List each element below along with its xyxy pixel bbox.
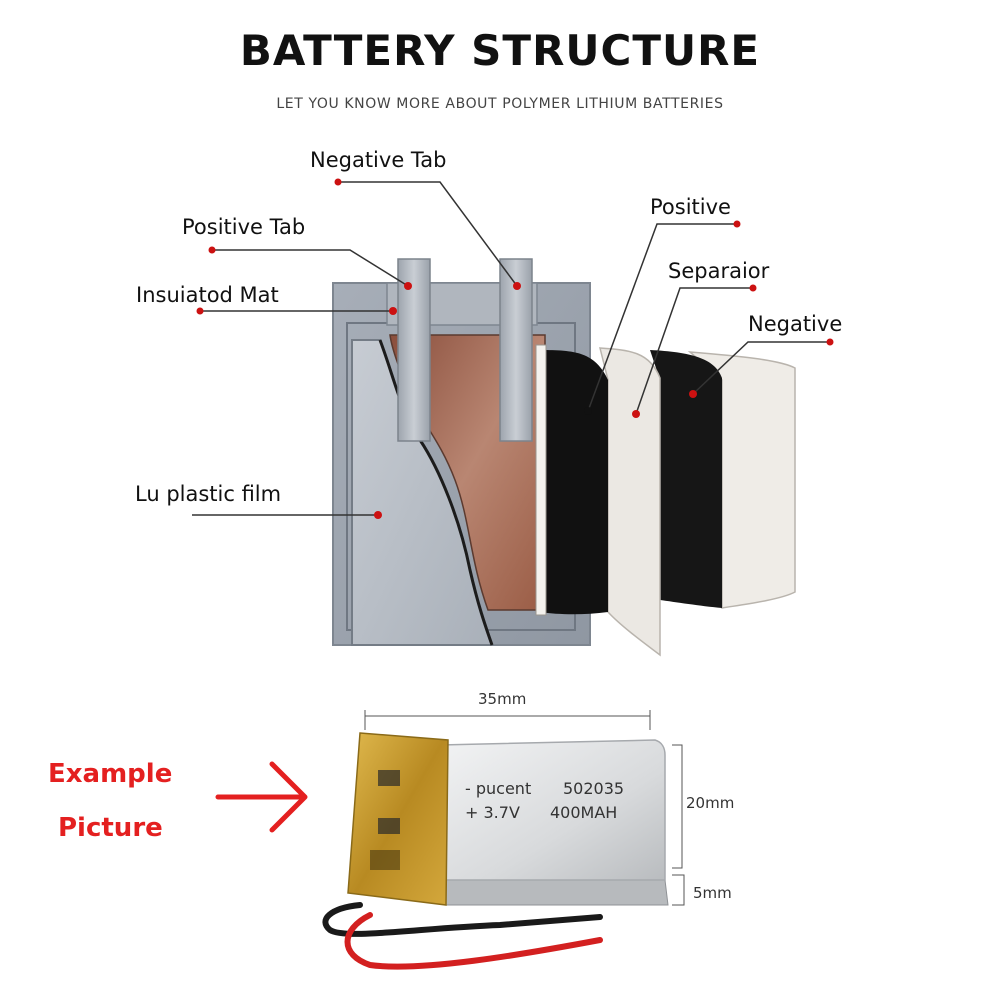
battery-side-face bbox=[439, 879, 669, 906]
label-insulated-mat: Insuiatod Mat bbox=[136, 283, 279, 307]
example-label-line2: Picture bbox=[58, 813, 163, 843]
label-positive: Positive bbox=[650, 195, 731, 219]
marker-negative-tab-start bbox=[334, 178, 342, 186]
example-battery: - pucent 502035 + 3.7V 400MAH 35mm 20mm … bbox=[322, 690, 734, 970]
leader-separator bbox=[635, 287, 753, 415]
battery-brand-text: - pucent bbox=[465, 779, 531, 798]
label-negative-tab: Negative Tab bbox=[310, 148, 446, 172]
dim-width-line bbox=[364, 710, 651, 730]
battery-capacity-text: 400MAH bbox=[550, 803, 617, 822]
dim-height-line bbox=[672, 744, 683, 869]
marker-insulated-mat-end bbox=[389, 307, 397, 315]
marker-negative-start bbox=[826, 338, 834, 346]
marker-positive-tab-end bbox=[404, 282, 412, 290]
marker-negative-end bbox=[689, 390, 697, 398]
battery-top-face bbox=[439, 739, 666, 881]
pcb-chip-1 bbox=[378, 770, 400, 786]
negative-layer-dark bbox=[650, 350, 722, 608]
page-subtitle: LET YOU KNOW MORE ABOUT POLYMER LITHIUM … bbox=[276, 96, 724, 112]
separator-layer bbox=[599, 347, 661, 657]
label-negative: Negative bbox=[748, 312, 842, 336]
leader-negative-tab bbox=[338, 181, 518, 287]
marker-separator-end bbox=[632, 410, 640, 418]
marker-positive-end bbox=[584, 407, 592, 415]
marker-positive-start bbox=[733, 220, 741, 228]
dim-height-label: 20mm bbox=[686, 794, 734, 812]
positive-layer-dark bbox=[540, 350, 608, 615]
marker-negative-tab-end bbox=[513, 282, 521, 290]
leader-positive bbox=[587, 223, 737, 412]
marker-positive-tab-start bbox=[208, 246, 216, 254]
label-positive-tab: Positive Tab bbox=[182, 215, 305, 239]
red-wire bbox=[344, 912, 603, 970]
label-plastic-film: Lu plastic film bbox=[135, 482, 281, 506]
battery-voltage-text: + 3.7V bbox=[465, 803, 520, 822]
pcb-chip-3 bbox=[370, 850, 400, 870]
black-wire bbox=[322, 902, 603, 937]
battery-structure-illustration bbox=[332, 258, 796, 657]
page-title: BATTERY STRUCTURE bbox=[239, 26, 761, 75]
marker-insulated-mat-start bbox=[196, 307, 204, 315]
outer-white-sheet bbox=[535, 344, 547, 616]
dim-thickness-line bbox=[672, 874, 685, 906]
battery-model-text: 502035 bbox=[563, 779, 624, 798]
red-arrow-icon bbox=[215, 761, 308, 833]
dim-thickness-label: 5mm bbox=[693, 884, 732, 902]
leader-negative bbox=[692, 341, 830, 395]
marker-separator-start bbox=[749, 284, 757, 292]
pcb-chip-2 bbox=[378, 818, 400, 834]
marker-plastic-film-end bbox=[374, 511, 382, 519]
positive-tab-shape bbox=[397, 258, 431, 442]
example-callout: Example Picture bbox=[48, 759, 308, 843]
leader-positive-tab bbox=[212, 249, 409, 287]
example-label-line1: Example bbox=[48, 759, 172, 789]
label-separator: Separaior bbox=[668, 259, 770, 283]
structure-labels: Negative Tab Positive Tab Insuiatod Mat … bbox=[135, 148, 842, 519]
dim-width-label: 35mm bbox=[478, 690, 526, 708]
